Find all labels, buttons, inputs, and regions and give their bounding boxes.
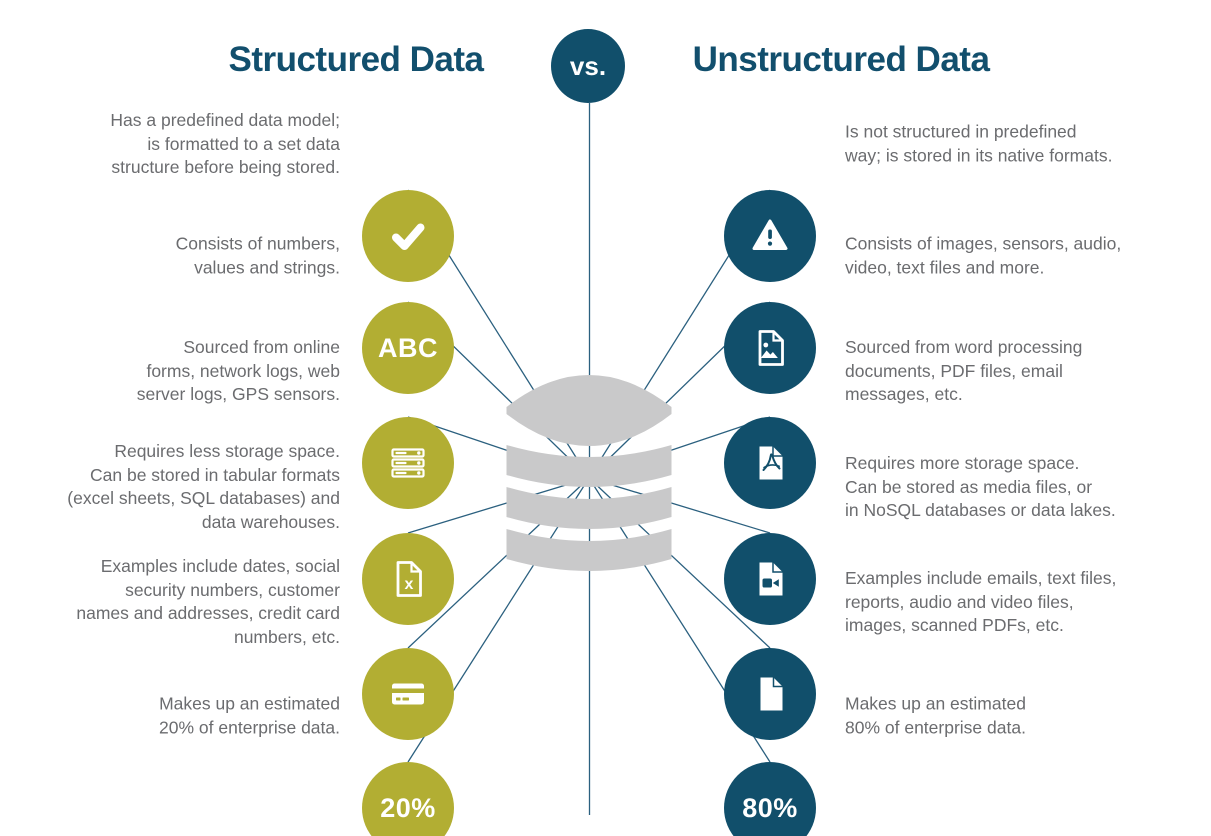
svg-text:x: x	[405, 576, 414, 593]
file-icon	[760, 677, 783, 711]
warning-icon	[752, 219, 788, 250]
unstructured-circle-2	[724, 302, 816, 394]
excel-file-icon: x	[396, 561, 422, 597]
unstructured-point-3: Sourced from word processing documents, …	[845, 336, 1083, 404]
unstructured-circle-3	[724, 417, 816, 509]
unstructured-circle-4	[724, 533, 816, 625]
unstructured-point-4: Requires more storage space. Can be stor…	[845, 452, 1116, 520]
structured-circle-4: x	[362, 533, 454, 625]
structured-point-5: Examples include dates, social security …	[76, 556, 340, 647]
unstructured-point-1: Is not structured in predefined way; is …	[845, 121, 1113, 166]
structured-circle-3	[362, 417, 454, 509]
vs-circle: vs.	[551, 29, 625, 103]
structured-circle-1	[362, 190, 454, 282]
unstructured-point-2: Consists of images, sensors, audio, vide…	[845, 233, 1122, 278]
structured-circle-5	[362, 648, 454, 740]
structured-circle-2: ABC	[362, 302, 454, 394]
check-icon	[392, 223, 425, 250]
abc-badge: ABC	[378, 332, 438, 363]
structured-percent-badge: 20%	[380, 792, 436, 823]
structured-point-4: Requires less storage space. Can be stor…	[67, 441, 340, 532]
unstructured-percent-badge: 80%	[742, 792, 798, 823]
unstructured-circle-5	[724, 648, 816, 740]
video-file-icon	[759, 562, 783, 596]
unstructured-data-title: Unstructured Data	[692, 40, 990, 79]
vs-label: vs.	[569, 50, 607, 81]
structured-point-2: Consists of numbers, values and strings.	[175, 233, 340, 278]
structured-data-title: Structured Data	[228, 40, 484, 79]
unstructured-point-5: Examples include emails, text files, rep…	[845, 567, 1117, 635]
structured-point-1: Has a predefined data model; is formatte…	[110, 109, 340, 177]
unstructured-point-6: Makes up an estimated 80% of enterprise …	[845, 693, 1026, 738]
database-icon	[506, 375, 672, 571]
image-file-icon	[758, 330, 784, 366]
structured-point-6: Makes up an estimated 20% of enterprise …	[159, 693, 340, 738]
server-icon	[391, 448, 425, 478]
structured-point-3: Sourced from online forms, network logs,…	[136, 336, 340, 404]
unstructured-circle-1	[724, 190, 816, 282]
structured-circle-6: 20%	[362, 762, 454, 836]
unstructured-circle-6: 80%	[724, 762, 816, 836]
pdf-file-icon	[759, 446, 783, 480]
credit-card-icon	[392, 683, 424, 705]
